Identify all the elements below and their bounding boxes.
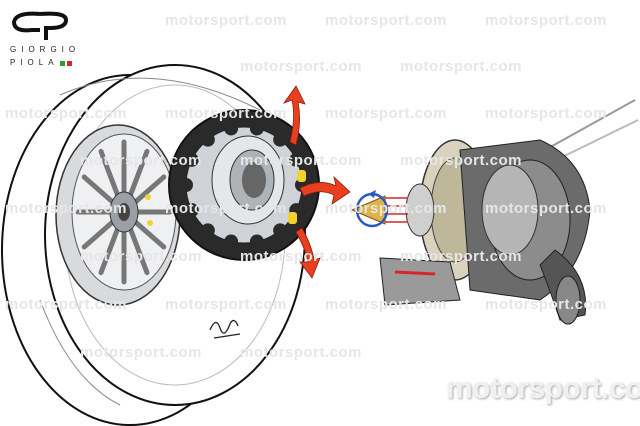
flag-green [60,61,65,66]
hub-brake-assembly [350,99,639,325]
watermark-main: motorsport.com [446,372,640,405]
drum-tooth [200,223,215,238]
flag-red [67,61,72,66]
drum-tooth [184,203,199,218]
arrow-up-icon [282,85,306,146]
logo-line2: PIOLA [10,58,59,67]
drum-tooth [224,121,239,136]
drum-tooth [249,121,264,136]
drum-tooth [184,152,199,167]
giorgio-piola-logo [11,11,69,40]
logo-line1: GIORGIO [10,45,81,54]
arrow-right-icon [299,175,351,205]
drum-tooth [289,152,304,167]
drum-tooth [273,132,288,147]
drum-tooth [200,132,215,147]
wheel-rim [55,124,181,306]
detail-zoom-circle [168,109,320,261]
airflow-arrows [282,85,351,279]
drum-tooth [224,234,239,249]
artist-signature [209,319,241,339]
drum-tooth [273,223,288,238]
drum-tooth [249,234,264,249]
arrow-down-icon [295,227,321,279]
drum-tooth [179,178,193,192]
